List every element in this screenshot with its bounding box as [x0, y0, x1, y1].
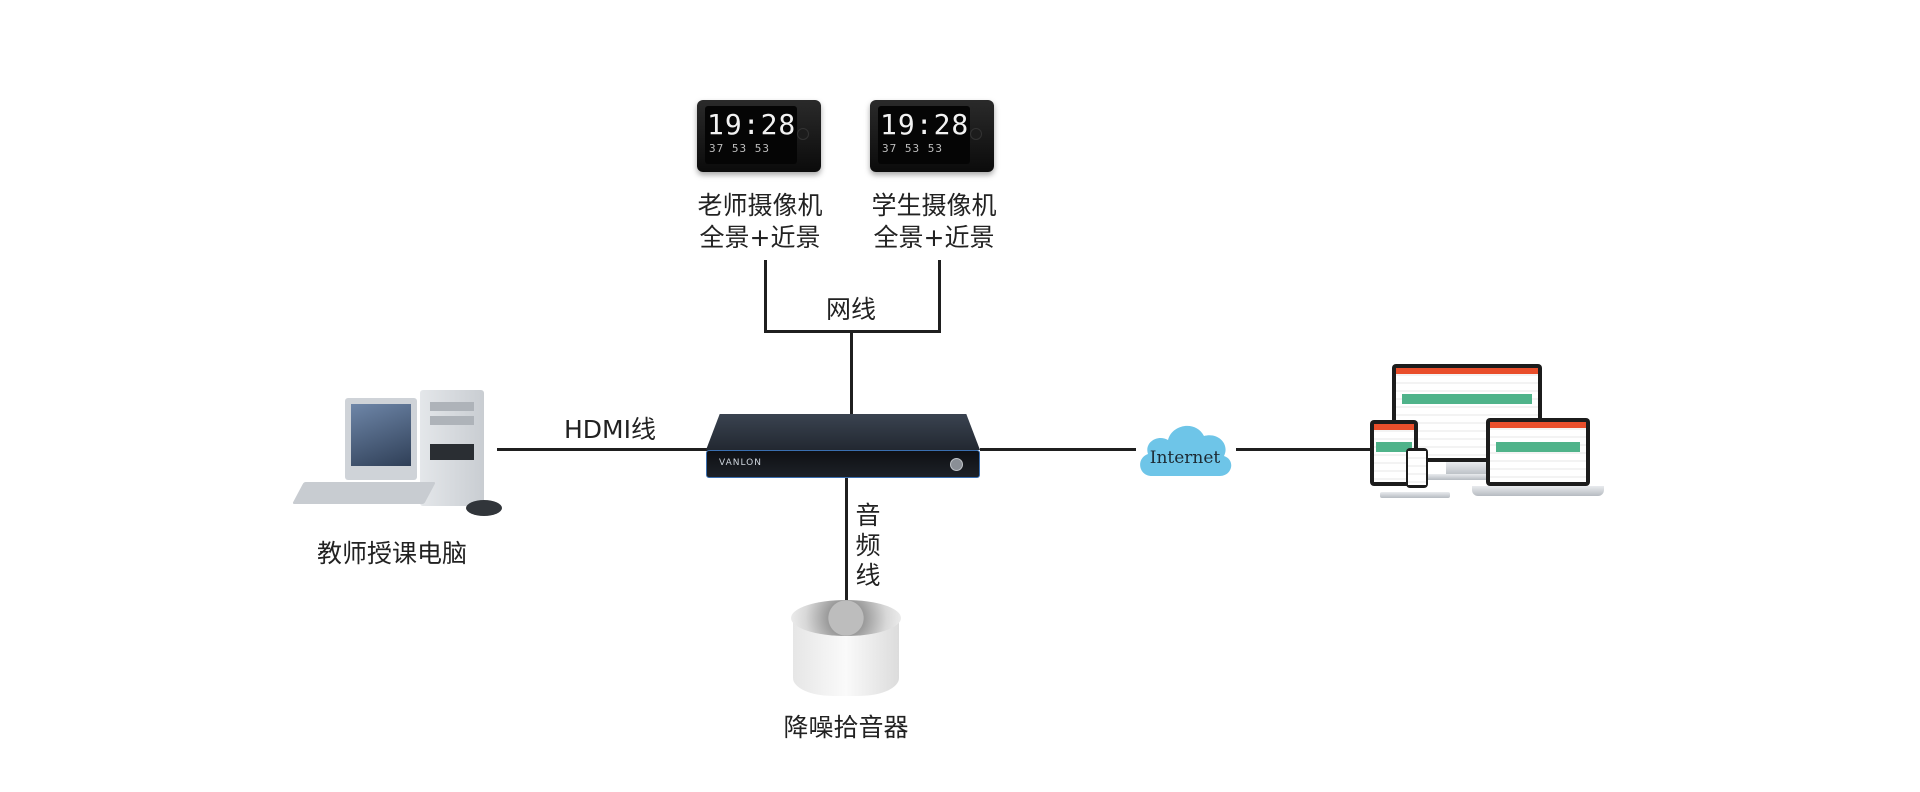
teacher-pc-label: 教师授课电脑: [316, 539, 467, 568]
recorder-front: VANLON: [706, 450, 980, 478]
teacher-camera-label-line2: 全景+近景: [699, 223, 821, 252]
laptop-screen-icon: [1486, 418, 1590, 486]
student-camera-label-line1: 学生摄像机: [871, 191, 997, 220]
internet-label: Internet: [1149, 448, 1221, 468]
camera-display-time: 19:28: [707, 108, 797, 141]
hdmi-cable-line: [497, 448, 709, 451]
audio-cable-label-char: 线: [855, 561, 881, 590]
monitor-icon: [345, 398, 417, 480]
camera-display: [705, 106, 797, 164]
recorder-top: [706, 414, 980, 450]
recorder-to-internet-line: [980, 448, 1136, 451]
student-camera: 19:28 37 53 53: [870, 100, 994, 172]
microphone-label: 降噪拾音器: [783, 713, 909, 742]
laptop-base-icon: [1472, 486, 1604, 496]
camera-display-time: 19:28: [880, 108, 970, 141]
recorder-brand: VANLON: [719, 458, 762, 468]
mouse-icon: [466, 500, 502, 516]
network-cable-teacher-vertical: [764, 260, 767, 332]
camera-display-small: 37 53 53: [882, 142, 943, 155]
power-button-icon: [950, 458, 963, 471]
camera-display: [878, 106, 970, 164]
desktop-keyboard-icon: [1380, 492, 1450, 498]
internet-to-devices-line: [1236, 448, 1370, 451]
pc-tower-icon: [420, 390, 484, 506]
audio-cable-line: [845, 478, 848, 602]
camera-lens-icon: [970, 128, 982, 140]
student-camera-label-line2: 全景+近景: [873, 223, 995, 252]
cloud-icon: [1140, 425, 1232, 476]
network-cable-trunk: [850, 330, 853, 414]
network-cable-student-vertical: [938, 260, 941, 332]
audio-cable-label-char: 频: [855, 531, 881, 560]
phone-icon: [1406, 448, 1428, 488]
monitor-stand: [1446, 462, 1488, 476]
camera-lens-icon: [797, 128, 809, 140]
microphone-grille: [791, 600, 901, 636]
teacher-camera-label-line1: 老师摄像机: [697, 191, 823, 220]
teacher-camera: 19:28 37 53 53: [697, 100, 821, 172]
keyboard-icon: [292, 482, 436, 504]
monitor-base: [1424, 474, 1510, 480]
camera-display-small: 37 53 53: [709, 142, 770, 155]
network-cable-label: 网线: [825, 295, 876, 324]
hdmi-cable-label: HDMI线: [564, 415, 656, 444]
audio-cable-label-char: 音: [855, 501, 881, 530]
